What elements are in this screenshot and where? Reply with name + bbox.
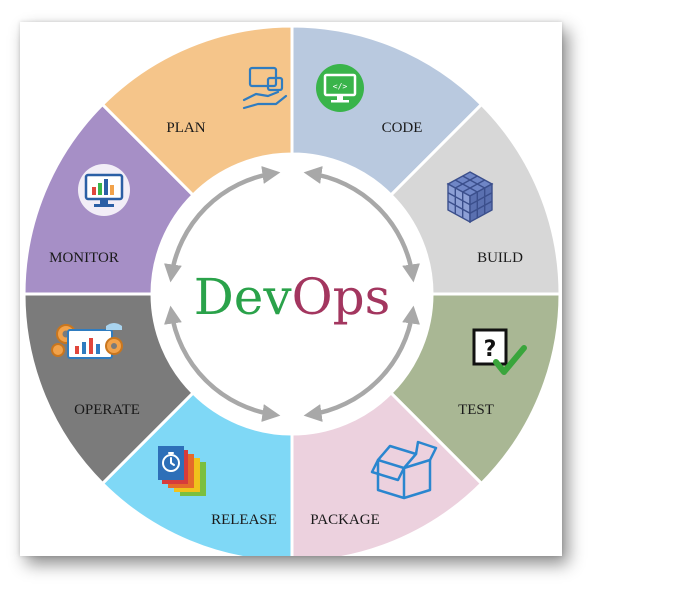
box-icon <box>370 440 438 500</box>
release-docs-icon <box>158 446 206 496</box>
monitor-chart-icon <box>78 164 130 216</box>
operate-gears-icon <box>51 323 123 359</box>
title-dev: Dev <box>194 268 293 326</box>
devops-cycle-diagram: DevOps PLAN CODE BUILD TEST PACKAGE RELE… <box>22 24 562 556</box>
cycle-arrows <box>164 166 420 422</box>
title-ops: Ops <box>292 268 391 326</box>
label-package: PACKAGE <box>310 512 379 528</box>
question-check-icon: ? <box>472 328 527 375</box>
arrow-bottom-left <box>164 305 281 422</box>
code-tag-text: </> <box>333 82 348 91</box>
plan-icon <box>242 66 288 110</box>
label-code: CODE <box>382 120 423 136</box>
label-build: BUILD <box>477 250 523 266</box>
cube-icon <box>446 171 494 224</box>
label-monitor: MONITOR <box>49 250 119 266</box>
arrow-top-right <box>303 166 420 283</box>
arrow-top-left <box>164 166 281 283</box>
arrow-bottom-right <box>303 305 420 422</box>
svg-text:?: ? <box>484 337 497 362</box>
label-operate: OPERATE <box>74 402 140 418</box>
devops-title: DevOps <box>194 268 391 326</box>
label-test: TEST <box>458 402 494 418</box>
code-monitor-icon: </> <box>316 64 364 112</box>
label-plan: PLAN <box>166 120 205 136</box>
devops-card: DevOps PLAN CODE BUILD TEST PACKAGE RELE… <box>20 22 562 556</box>
label-release: RELEASE <box>211 512 277 528</box>
